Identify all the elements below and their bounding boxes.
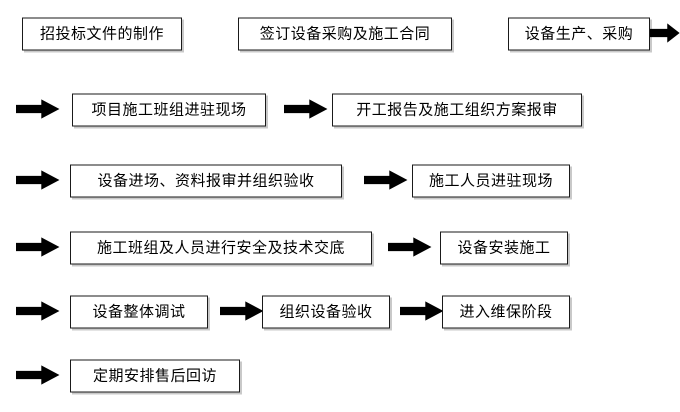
flow-node-node-10[interactable]: 设备整体调试 [70,295,208,329]
flow-node-label: 招投标文件的制作 [39,24,164,43]
flow-node-node-5[interactable]: 开工报告及施工组织方案报审 [332,93,582,127]
right-arrow-icon [16,300,60,324]
flow-node-node-2[interactable]: 签订设备采购及施工合同 [238,17,452,51]
right-arrow-icon [364,169,408,193]
flow-node-node-11[interactable]: 组织设备验收 [262,295,390,329]
flow-node-label: 设备安装施工 [457,238,551,257]
flow-node-node-7[interactable]: 施工人员进驻现场 [412,164,570,198]
flow-node-node-1[interactable]: 招投标文件的制作 [22,17,182,51]
flow-node-label: 定期安排售后回访 [92,366,217,385]
right-arrow-icon [16,98,60,122]
right-arrow-icon [650,22,680,46]
right-arrow-icon [400,300,444,324]
flow-node-node-6[interactable]: 设备进场、资料报审并组织验收 [70,164,342,198]
right-arrow-icon [388,236,432,260]
right-arrow-icon [16,364,60,388]
flow-row-4: 施工班组及人员进行安全及技术交底 设备安装施工 [0,230,680,266]
flow-node-node-12[interactable]: 进入维保阶段 [442,295,570,329]
flow-node-label: 施工人员进驻现场 [428,171,553,190]
flow-node-label: 签订设备采购及施工合同 [259,24,431,43]
flow-node-label: 项目施工班组进驻现场 [91,100,247,119]
flow-node-label: 开工报告及施工组织方案报审 [356,100,558,119]
flow-node-node-4[interactable]: 项目施工班组进驻现场 [72,93,266,127]
flow-node-label: 进入维保阶段 [459,302,553,321]
flow-row-6: 定期安排售后回访 [0,358,680,394]
flow-node-node-13[interactable]: 定期安排售后回访 [70,359,240,393]
flow-node-label: 设备进场、资料报审并组织验收 [97,171,315,190]
flow-row-1: 招投标文件的制作 签订设备采购及施工合同 设备生产、采购 [0,16,680,52]
flow-node-node-9[interactable]: 设备安装施工 [440,231,568,265]
right-arrow-icon [284,98,328,122]
right-arrow-icon [16,169,60,193]
flow-row-3: 设备进场、资料报审并组织验收 施工人员进驻现场 [0,163,680,199]
flow-node-node-3[interactable]: 设备生产、采购 [508,17,650,51]
flow-node-label: 设备生产、采购 [524,24,634,43]
flow-row-2: 项目施工班组进驻现场 开工报告及施工组织方案报审 [0,92,680,128]
flow-node-label: 设备整体调试 [92,302,186,321]
flow-node-node-8[interactable]: 施工班组及人员进行安全及技术交底 [70,231,372,265]
right-arrow-icon [220,300,264,324]
flow-node-label: 施工班组及人员进行安全及技术交底 [96,238,345,257]
flow-node-label: 组织设备验收 [279,302,373,321]
right-arrow-icon [16,236,60,260]
flow-row-5: 设备整体调试 组织设备验收 进入维保阶段 [0,294,680,330]
